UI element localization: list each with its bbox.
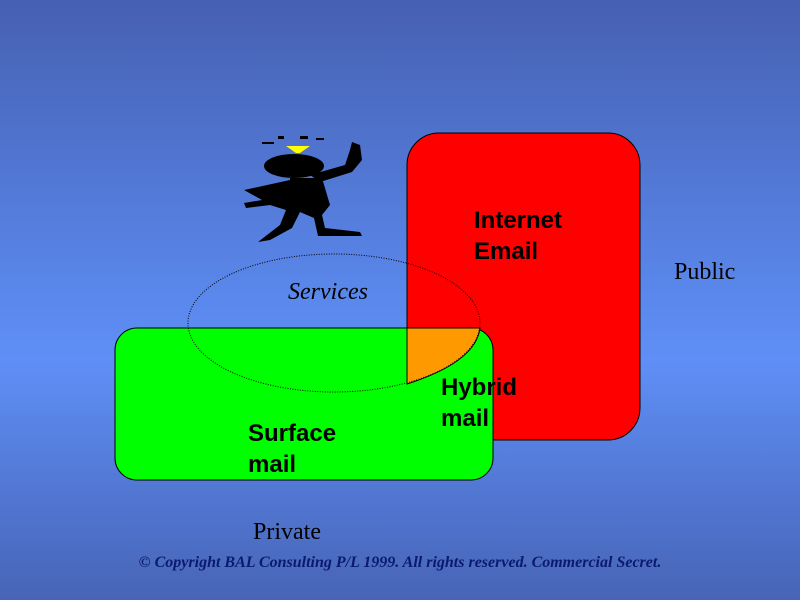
surface-mail-label: Surface mail [248, 418, 336, 480]
private-label: Private [253, 519, 321, 545]
internet-email-label: Internet Email [474, 205, 562, 267]
surface-mail-line2: mail [248, 451, 297, 478]
hybrid-mail-label: Hybrid mail [441, 372, 517, 434]
thinking-person-icon [244, 136, 362, 242]
services-ellipse [187, 253, 481, 393]
public-label: Public [674, 259, 736, 285]
surface-mail-line1: Surface [248, 420, 337, 447]
copyright-footer: © Copyright BAL Consulting P/L 1999. All… [138, 554, 662, 571]
hybrid-mail-line1: Hybrid [441, 374, 518, 401]
hybrid-mail-line2: mail [441, 405, 490, 432]
internet-email-line1: Internet [474, 207, 563, 234]
surface-mail-region [114, 327, 494, 481]
services-label: Services [288, 279, 368, 305]
internet-email-line2: Email [474, 238, 539, 265]
